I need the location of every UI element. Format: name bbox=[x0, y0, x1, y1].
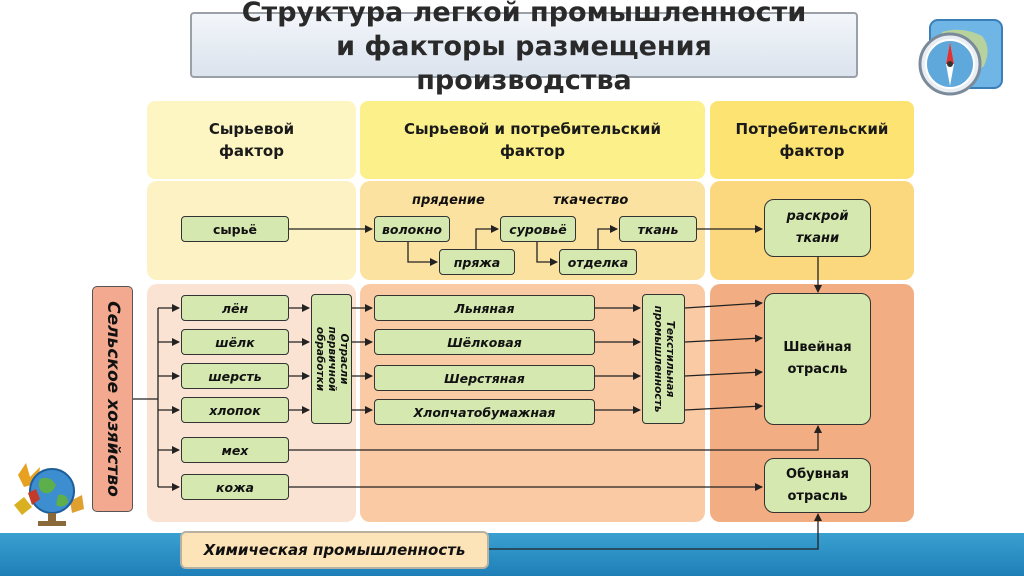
node-silk: шёлк bbox=[181, 329, 289, 355]
node-fabric-cutting: раскрой ткани bbox=[764, 199, 871, 257]
node-greige: суровьё bbox=[500, 216, 576, 242]
node-yarn: пряжа bbox=[439, 249, 515, 275]
node-linen-industry: Льняная bbox=[374, 295, 595, 321]
textile-industry-label: Текстильная промышленность bbox=[651, 305, 676, 413]
chemical-industry-box: Химическая промышленность bbox=[180, 531, 489, 569]
node-sewing: Швейная отрасль bbox=[764, 293, 871, 425]
globe-icon bbox=[10, 455, 90, 530]
node-flax: лён bbox=[181, 295, 289, 321]
node-silk-industry: Шёлковая bbox=[374, 329, 595, 355]
node-fur: мех bbox=[181, 437, 289, 463]
node-wool: шерсть bbox=[181, 363, 289, 389]
node-raw-material: сырьё bbox=[181, 216, 289, 242]
primary-processing-label: Отрасли первичной обработки bbox=[313, 326, 350, 392]
primary-processing-box: Отрасли первичной обработки bbox=[311, 294, 352, 424]
label-weaving: ткачество bbox=[553, 193, 629, 208]
node-footwear: Обувная отрасль bbox=[764, 458, 871, 513]
compass-icon bbox=[912, 18, 1008, 100]
label-spinning: прядение bbox=[412, 193, 485, 208]
node-fabric: ткань bbox=[619, 216, 697, 242]
node-cotton-industry: Хлопчатобумажная bbox=[374, 399, 595, 425]
header-raw-consumer-factor: Сырьевой и потребительский фактор bbox=[360, 101, 705, 179]
page-title: Структура легкой промышленности и фактор… bbox=[241, 0, 807, 96]
header-raw-factor: Сырьевой фактор bbox=[147, 101, 356, 179]
node-leather: кожа bbox=[181, 474, 289, 500]
title-banner bbox=[190, 12, 858, 78]
agriculture-box: Сельское хозяйство bbox=[92, 286, 133, 512]
node-fiber: волокно bbox=[374, 216, 450, 242]
textile-industry-box: Текстильная промышленность bbox=[642, 294, 685, 424]
node-finishing: отделка bbox=[559, 249, 637, 275]
node-cotton: хлопок bbox=[181, 397, 289, 423]
node-wool-industry: Шерстяная bbox=[374, 365, 595, 391]
header-consumer-factor: Потребительский фактор bbox=[710, 101, 914, 179]
agriculture-label: Сельское хозяйство bbox=[102, 301, 123, 497]
background-band bbox=[0, 533, 1024, 576]
